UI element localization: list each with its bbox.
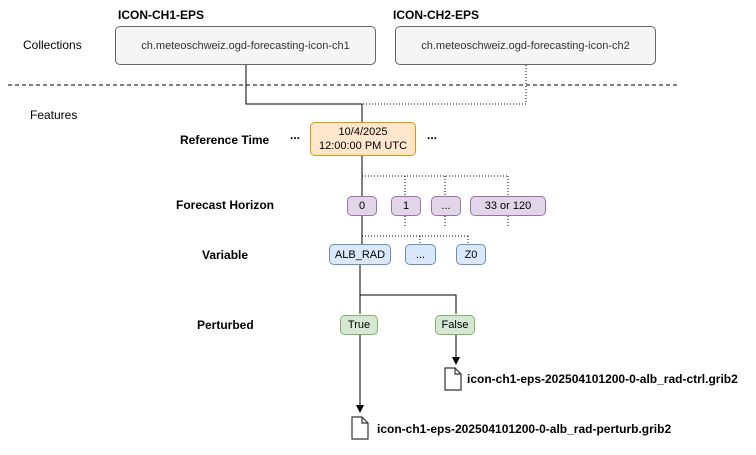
- variable-to-false: [360, 294, 457, 314]
- variable-label: Variable: [202, 248, 249, 262]
- collections-label: Collections: [23, 38, 82, 52]
- variable-box-alb-rad[interactable]: ALB_RAD: [329, 244, 391, 265]
- ch1-header: ICON-CH1-EPS: [118, 8, 205, 22]
- reference-time-label: Reference Time: [180, 133, 270, 147]
- true-arrowhead: [356, 405, 364, 413]
- collection-ch1-box[interactable]: ch.meteoschweiz.ogd-forecasting-icon-ch1: [115, 26, 376, 65]
- reference-time-ellipsis-left: ...: [290, 128, 301, 142]
- reference-time-time: 12:00:00 PM UTC: [318, 140, 408, 152]
- perturbed-box-true[interactable]: True: [340, 315, 378, 335]
- forecast-horizon-label: Forecast Horizon: [176, 198, 275, 212]
- variable-value: ...: [415, 248, 426, 261]
- ch2-header: ICON-CH2-EPS: [393, 8, 480, 22]
- horizon-box-1[interactable]: 1: [391, 196, 421, 216]
- horizon-box-0[interactable]: 0: [347, 196, 377, 216]
- file-icon: [444, 367, 462, 391]
- ch1-connector: [245, 65, 363, 122]
- horizon-box-ellipsis[interactable]: ...: [431, 196, 461, 216]
- ch2-connector: [362, 65, 527, 105]
- variable-value: ALB_RAD: [334, 248, 386, 261]
- variable-box-z0[interactable]: Z0: [456, 244, 486, 265]
- perturbed-value: False: [441, 319, 469, 331]
- horizon-value: 1: [402, 200, 410, 212]
- reference-time-box[interactable]: 10/4/2025 12:00:00 PM UTC: [310, 122, 416, 156]
- horizon-box-last[interactable]: 33 or 120: [470, 196, 546, 216]
- perturbed-value: True: [347, 319, 371, 331]
- horizon-value: ...: [441, 200, 451, 212]
- features-label: Features: [30, 108, 78, 122]
- perturbed-label: Perturbed: [197, 318, 254, 332]
- variable-box-ellipsis[interactable]: ...: [405, 244, 436, 265]
- collection-ch1-id: ch.meteoschweiz.ogd-forecasting-icon-ch1: [141, 39, 350, 52]
- false-arrowhead: [452, 357, 460, 365]
- horizon-value: 33 or 120: [484, 200, 532, 212]
- collection-ch2-id: ch.meteoschweiz.ogd-forecasting-icon-ch2: [421, 39, 630, 52]
- variable-value: Z0: [464, 248, 478, 261]
- reference-time-ellipsis-right: ...: [427, 128, 438, 142]
- file-perturb-name[interactable]: icon-ch1-eps-202504101200-0-alb_rad-pert…: [377, 422, 672, 436]
- perturbed-box-false[interactable]: False: [435, 315, 475, 335]
- horizon-value: 0: [358, 200, 366, 212]
- file-ctrl-name[interactable]: icon-ch1-eps-202504101200-0-alb_rad-ctrl…: [467, 372, 738, 386]
- collection-ch2-box[interactable]: ch.meteoschweiz.ogd-forecasting-icon-ch2: [395, 26, 656, 65]
- reference-time-date: 10/4/2025: [338, 126, 388, 138]
- file-icon: [351, 416, 369, 440]
